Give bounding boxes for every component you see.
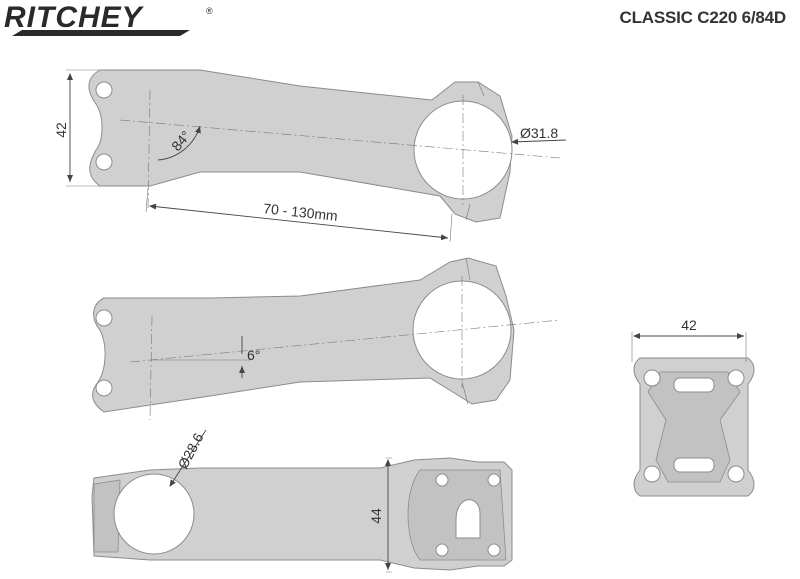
dim-rise-label: 6° (247, 347, 260, 363)
faceplate-slot-top (673, 377, 715, 393)
dim-steerer-line (169, 429, 207, 487)
brand-logo: RITCHEY ® (4, 1, 213, 36)
center-line-middle (129, 319, 561, 363)
stem-side-view-top: 42 84° Ø31.8 70 - 130mm (53, 69, 567, 243)
bolt-hole-upper-middle (95, 309, 113, 327)
faceplate-front-view: 42 (631, 317, 755, 497)
clamp-gap-top (465, 81, 485, 221)
dim-44-extension (386, 457, 392, 573)
bolt-hole-lower-middle (95, 379, 113, 397)
bolt-hole-lower (95, 153, 113, 171)
dim-steerer-label: Ø28.6 (175, 430, 207, 471)
dim-42-extension (66, 69, 100, 187)
steerer-bore (113, 473, 195, 555)
faceplate-front-bolt-1 (643, 369, 661, 387)
steerer-axis-middle (149, 315, 153, 421)
dim-length-label: 70 - 130mm (263, 200, 339, 224)
product-title: CLASSIC C220 6/84D (619, 8, 787, 27)
faceplate-front-bolt-3 (643, 465, 661, 483)
faceplate-bolt-4 (487, 543, 501, 557)
faceplate-bolt-1 (435, 473, 449, 487)
dim-clamp-height-label: 44 (368, 508, 384, 524)
dim-stack-height-label: 42 (53, 122, 69, 138)
faceplate-window (455, 499, 481, 539)
steerer-clamp-slot (93, 479, 121, 553)
brand-logo-text: RITCHEY (4, 1, 145, 34)
faceplate-bolt-3 (435, 543, 449, 557)
faceplate-front-bolt-4 (727, 465, 745, 483)
clamp-gap-middle (461, 257, 471, 405)
dim-length-extension (145, 187, 453, 243)
dim-length-line (149, 203, 449, 241)
faceplate-slot-bottom (673, 457, 715, 473)
steerer-axis-top (147, 89, 151, 211)
stem-body-middle (92, 257, 515, 413)
dim-bar-clamp-label: Ø31.8 (520, 125, 558, 141)
bolt-hole-upper (95, 81, 113, 99)
stem-top-view: Ø28.6 44 (91, 429, 513, 573)
faceplate-bolt-2 (487, 473, 501, 487)
angle-84-arc (157, 125, 201, 161)
registered-mark: ® (206, 6, 213, 16)
logo-swoosh-icon (12, 30, 190, 36)
dim-bar-clamp-line (511, 138, 567, 145)
dim-faceplate-width-label: 42 (681, 317, 697, 333)
dim-faceplate-extension (631, 332, 747, 362)
faceplate-front-bolt-2 (727, 369, 745, 387)
center-line-top (119, 119, 561, 159)
stem-side-view-middle: 6° (92, 257, 561, 421)
